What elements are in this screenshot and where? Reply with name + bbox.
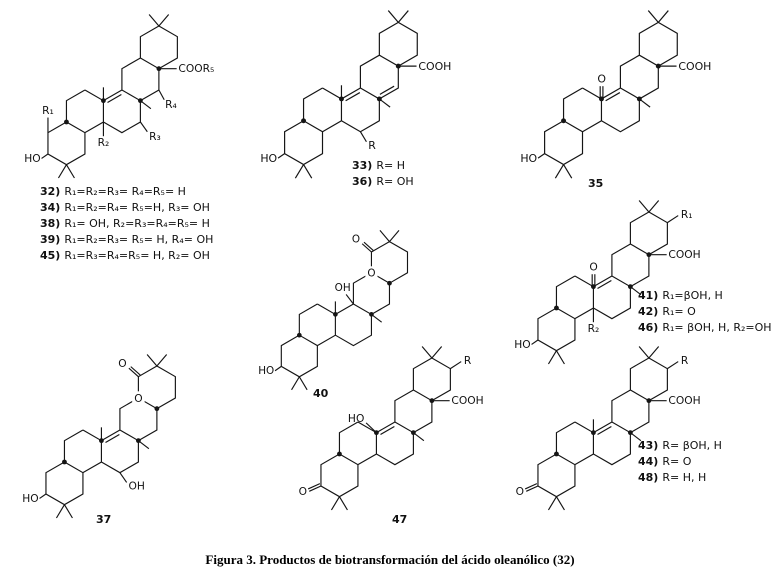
pentacyclic-skeleton <box>47 13 178 179</box>
atom-label-hydroxyl-11: HO <box>348 412 364 425</box>
compound-label: 48)R= H, H <box>638 471 707 484</box>
atom-label-ketone-oxygen: O <box>516 485 524 498</box>
compound-label: 46)R₁= βOH, H, R₂=OH <box>638 321 772 334</box>
atom-label-hydroxyl-12: OH <box>335 282 351 294</box>
atom-label-carboxyl: COOH <box>668 394 700 407</box>
pentacyclic-skeleton <box>45 353 176 519</box>
atom-label-ketone-oxygen: O <box>589 261 597 274</box>
atom-label-r2: R₂ <box>98 136 110 149</box>
compound-labels-32-group: 32)R₁=R₂=R₃= R₄=R₅= H 34)R₁=R₂=R₄= R₅=H,… <box>40 184 213 264</box>
atom-label-r: R <box>368 139 376 152</box>
compound-label: 43)R= βOH, H <box>638 439 722 452</box>
atom-label-r2: R₂ <box>588 322 600 335</box>
compound-label: 42)R₁= O <box>638 305 696 318</box>
structure-skeleton-43-44-48: O COOH R <box>516 345 701 511</box>
atom-label-carboxyl: COOH <box>451 394 483 407</box>
structure-skeleton-35: O HO COOH <box>520 9 711 179</box>
structure-skeleton-32-group: HO COOR₅ R₁ R₂ R₃ R₄ <box>24 13 214 179</box>
structure-skeleton-33-36: HO COOH R <box>260 9 451 179</box>
atom-label-ester-group: COOR₅ <box>178 62 214 75</box>
atom-label-carboxyl: COOH <box>678 60 711 73</box>
atom-label-r1: R₁ <box>42 104 54 117</box>
atom-label-hydroxyl: HO <box>514 338 530 351</box>
compound-label: 40 <box>313 387 329 400</box>
compound-label: 45)R₁=R₃=R₄=R₅= H, R₂= OH <box>40 249 210 262</box>
atom-label-r4: R₄ <box>165 98 177 111</box>
compound-label: 41)R₁=βOH, H <box>638 289 723 302</box>
compound-label: 37 <box>96 513 112 526</box>
compound-label: 47 <box>392 513 408 526</box>
compound-label: 33)R= H <box>352 159 405 172</box>
atom-label-hydroxyl: HO <box>22 492 38 505</box>
atom-label-lactone-oxygen: O <box>367 268 375 280</box>
compound-labels-37: 37 <box>96 512 115 528</box>
compound-label: 38)R₁= OH, R₂=R₃=R₄=R₅= H <box>40 217 210 230</box>
compound-label: 44)R= O <box>638 455 692 468</box>
atom-label-carboxyl: COOH <box>418 60 451 73</box>
atom-label-hydroxyl-7: OH <box>128 480 144 493</box>
atom-label-r3: R₃ <box>149 130 161 143</box>
structure-skeleton-37: HO OH O O <box>22 353 176 519</box>
compound-label: 32)R₁=R₂=R₃= R₄=R₅= H <box>40 185 186 198</box>
atom-label-ketone-oxygen: O <box>597 73 606 86</box>
atom-label-r: R <box>464 354 472 367</box>
compound-labels-33-36: 33)R= H 36)R= OH <box>352 158 414 190</box>
compound-labels-41-42-46: 41)R₁=βOH, H 42)R₁= O 46)R₁= βOH, H, R₂=… <box>638 288 772 336</box>
atom-label-hydroxyl: HO <box>24 152 40 165</box>
atom-label-carboxyl: COOH <box>668 248 700 261</box>
atom-label-r1: R₁ <box>681 208 693 221</box>
compound-labels-35: 35 <box>588 176 607 192</box>
compound-label: 36)R= OH <box>352 175 414 188</box>
pentacyclic-skeleton <box>537 199 668 365</box>
structure-skeleton-41-42-46: O HO COOH R₁ R₂ <box>514 199 701 365</box>
atom-label-carbonyl-oxygen: O <box>352 233 360 245</box>
compound-label: 35 <box>588 177 604 190</box>
atom-label-carbonyl-oxygen: O <box>118 357 126 370</box>
structure-skeleton-47: HO O COOH R <box>299 345 484 511</box>
atom-label-ketone-oxygen: O <box>299 485 307 498</box>
structure-skeleton-40: HO OH O O <box>258 229 409 391</box>
figure-caption: Figura 3. Productos de biotransformación… <box>205 552 575 567</box>
atom-label-hydroxyl: HO <box>260 152 277 165</box>
pentacyclic-skeleton <box>320 345 451 511</box>
compound-labels-40: 40 <box>313 386 332 402</box>
atom-label-lactone-oxygen: O <box>134 392 142 405</box>
pentacyclic-skeleton <box>284 9 418 179</box>
atom-label-hydroxyl: HO <box>258 365 274 377</box>
atom-label-hydroxyl: HO <box>520 152 537 165</box>
compound-labels-43-44-48: 43)R= βOH, H 44)R= O 48)R= H, H <box>638 438 722 486</box>
compound-label: 34)R₁=R₂=R₄= R₅=H, R₃= OH <box>40 201 210 214</box>
atom-label-r: R <box>681 354 689 367</box>
compound-label: 39)R₁=R₂=R₃= R₅= H, R₄= OH <box>40 233 214 246</box>
compound-labels-47: 47 <box>392 512 411 528</box>
pentacyclic-skeleton <box>544 9 678 179</box>
